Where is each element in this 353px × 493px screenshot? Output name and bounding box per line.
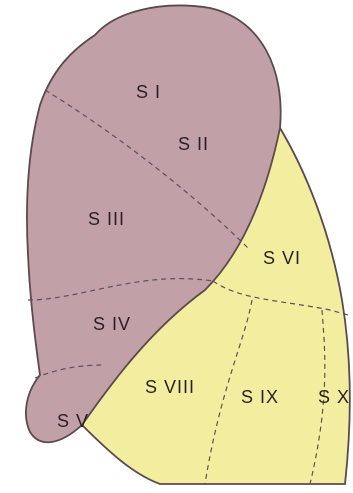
- label-s3: S III: [88, 209, 125, 229]
- label-s6: S VI: [263, 248, 301, 268]
- label-s5: S V: [57, 411, 89, 431]
- label-s4: S IV: [93, 314, 131, 334]
- label-s1: S I: [136, 82, 161, 102]
- label-s10: S X: [318, 387, 350, 407]
- label-s9: S IX: [241, 387, 279, 407]
- label-s2: S II: [178, 134, 209, 154]
- label-s8: S VIII: [145, 377, 195, 397]
